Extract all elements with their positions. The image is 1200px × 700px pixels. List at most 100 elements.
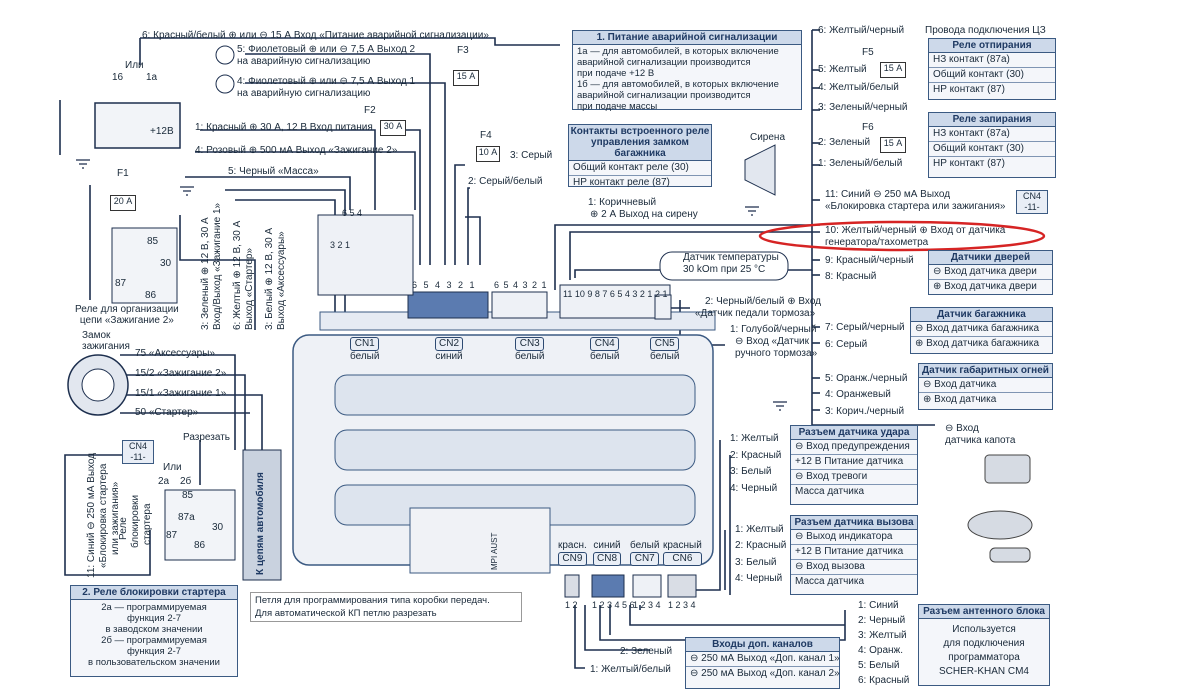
gearbox-note-line-2: Для автоматической КП петлю разрезать — [255, 608, 437, 619]
trunk-wire-6: 6: Серый — [825, 339, 868, 350]
cn4-tag-left: CN4 -11- — [122, 440, 154, 464]
key-15-1: 15/1 «Зажигание 1» — [135, 388, 227, 399]
lights-wire-5: 5: Оранж./черный — [825, 373, 908, 384]
hood-input-desc: датчика капота — [945, 435, 1016, 446]
call-wire-4: 4: Черный — [735, 573, 783, 584]
cn2-color: синий — [435, 351, 463, 362]
extra-wire-2: 2: Зеленый — [620, 646, 673, 657]
door-input-neg: ⊖ Вход датчика двери — [929, 265, 1052, 280]
door-wire-9: 9: Красный/черный — [825, 255, 914, 266]
trunk-wire-7: 7: Серый/черный — [825, 322, 905, 333]
cn4-color: белый — [590, 351, 620, 362]
starter-relay-v1: Реле — [118, 517, 129, 540]
cn4-wire-11-desc: «Блокировка стартера или зажигания» — [825, 201, 1006, 212]
v-wire-6-yellow: 6: Желтый ⊕ 12 В, 30 А — [232, 220, 243, 330]
extra-channels-box: Входы доп. каналов ⊖ 250 мА Выход «Доп. … — [685, 637, 840, 689]
door-wire-8: 8: Красный — [825, 271, 877, 282]
starter-relay-note-5: функция 2-7 — [126, 646, 182, 657]
shock-alarm-input: ⊖ Вход тревоги — [791, 470, 917, 485]
ign-relay-30: 30 — [160, 258, 172, 269]
lock-label-2: зажигания — [82, 341, 130, 352]
cn4-tag-left-name: CN4 — [128, 441, 147, 451]
cn1-name: CN1 — [350, 337, 380, 351]
unlock-nc: НЗ контакт (87а) — [929, 53, 1055, 68]
cn7-name: CN7 — [630, 552, 660, 566]
starter-relay-86: 86 — [194, 540, 206, 551]
siren-title: Сирена — [750, 132, 786, 143]
alarm-power-line-4: 1б — для автомобилей, в которых включени… — [577, 79, 779, 90]
v-wire-3-white-desc: Выход «Аксессуары» — [276, 231, 287, 330]
trunk-relay-no: НР контакт реле (87) — [573, 177, 670, 188]
v-wire-11-blue: 11: Синий ⊖ 250 мА Выход — [86, 452, 97, 578]
cn3-pins: 6 5 4 3 2 1 — [494, 280, 548, 290]
v-wire-3-white: 3: Белый ⊕ 12 В, 30 А — [264, 227, 275, 330]
starter-relay-note-6: в пользовательском значении — [88, 657, 220, 668]
alarm-power-line-2: аварийной сигнализации производится — [577, 57, 751, 68]
fuse-f4: 10 А — [476, 146, 500, 162]
cn2-name: CN2 — [435, 337, 464, 351]
cz-wire-1: 1: Зеленый/белый — [818, 158, 903, 169]
relay-pins-top: 6 5 4 — [342, 208, 363, 218]
call-sensor-box: Разъем датчика вызова ⊖ Выход индикатора… — [790, 515, 918, 595]
fuse-f4-label: F4 — [480, 130, 492, 141]
trunk-sensor-title: Датчик багажника — [911, 308, 1052, 322]
cn3-color: белый — [515, 351, 545, 362]
antenna-wire-6: 6: Красный — [858, 675, 910, 686]
wire-label-4-pink: 4: Розовый ⊕ 500 мА Выход «Зажигание 2» — [195, 145, 398, 156]
starter-relay-note-1: 2а — программируемая — [101, 602, 207, 613]
shock-wire-4: 4: Черный — [730, 483, 778, 494]
hood-input: ⊖ Вход — [945, 423, 979, 434]
cn4-wire-10-desc: генератора/тахометра — [825, 237, 929, 248]
ign-relay-label-2: цепи «Зажигание 2» — [79, 315, 174, 326]
ign-relay-87: 87 — [115, 278, 127, 289]
shock-wire-1: 1: Желтый — [730, 433, 779, 444]
alarm-power-line-6: при подаче массы — [577, 101, 658, 112]
cz-wire-5: 5: Желтый — [818, 64, 867, 75]
lock-common: Общий контакт (30) — [929, 142, 1055, 157]
trunk-sensor-box: Датчик багажника ⊖ Вход датчика багажник… — [910, 307, 1053, 354]
siren-wire-1-desc: ⊕ 2 А Выход на сирену — [590, 209, 698, 220]
extra-channel-2: ⊖ 250 мА Выход «Доп. канал 2» — [690, 668, 840, 679]
shock-warn-input: ⊖ Вход предупреждения — [791, 440, 917, 455]
starter-relay-87: 87 — [166, 530, 178, 541]
cn6-name: CN6 — [663, 552, 702, 566]
cn7-color: белый — [630, 540, 660, 551]
cz-wire-4: 4: Желтый/белый — [818, 82, 899, 93]
siren-wire-3: 3: Серый — [510, 150, 553, 161]
call-input: ⊖ Вход вызова — [791, 560, 917, 575]
wire-label-5-sub: на аварийную сигнализацию — [237, 56, 371, 67]
lights-input-neg: ⊖ Вход датчика — [919, 378, 1052, 393]
shock-sensor-title: Разъем датчика удара — [791, 426, 917, 440]
fuse-f1: 20 А — [110, 195, 136, 211]
unlock-relay-title: Реле отпирания — [929, 39, 1055, 53]
starter-relay-note-4: 2б — программируемая — [101, 635, 207, 646]
antenna-wire-2: 2: Черный — [858, 615, 906, 626]
call-indicator-output: ⊖ Выход индикатора — [791, 530, 917, 545]
antenna-line-4: SCHER-KHAN CM4 — [938, 666, 1029, 677]
ign-relay-label: Реле для организации цепи «Зажигание 2» — [75, 304, 179, 326]
fuse-f2: 30 А — [380, 120, 406, 136]
lights-wire-3: 3: Корич./черный — [825, 406, 905, 417]
or-label: Или — [125, 60, 144, 71]
cn4-tag-right-name: CN4 — [1022, 191, 1041, 201]
handbrake-wire-1-desc2: ручного тормоза» — [735, 348, 818, 359]
fuse-f3-label: F3 — [457, 45, 469, 56]
trunk-relay-box: Контакты встроенного реле управления зам… — [568, 124, 712, 188]
cn1-color: белый — [350, 351, 380, 362]
siren-wire-1: 1: Коричневый — [588, 197, 657, 208]
ign-relay-85: 85 — [147, 236, 159, 247]
cn4-wire-10: 10: Желтый/черный ⊕ Вход от датчика — [825, 225, 1006, 236]
fuse-f6-label: F6 — [862, 122, 874, 133]
cn2-pins: 6 5 4 3 2 1 — [412, 280, 477, 290]
extra-channel-1: ⊖ 250 мА Выход «Доп. канал 1» — [686, 652, 840, 667]
label-16: 16 — [112, 72, 124, 83]
call-ground: Масса датчика — [795, 576, 865, 587]
brake-wire-2-desc: «Датчик педали тормоза» — [695, 308, 816, 319]
lock-no: НР контакт (87) — [933, 158, 1005, 169]
cn4-tag-right-num: -11- — [1024, 202, 1040, 212]
